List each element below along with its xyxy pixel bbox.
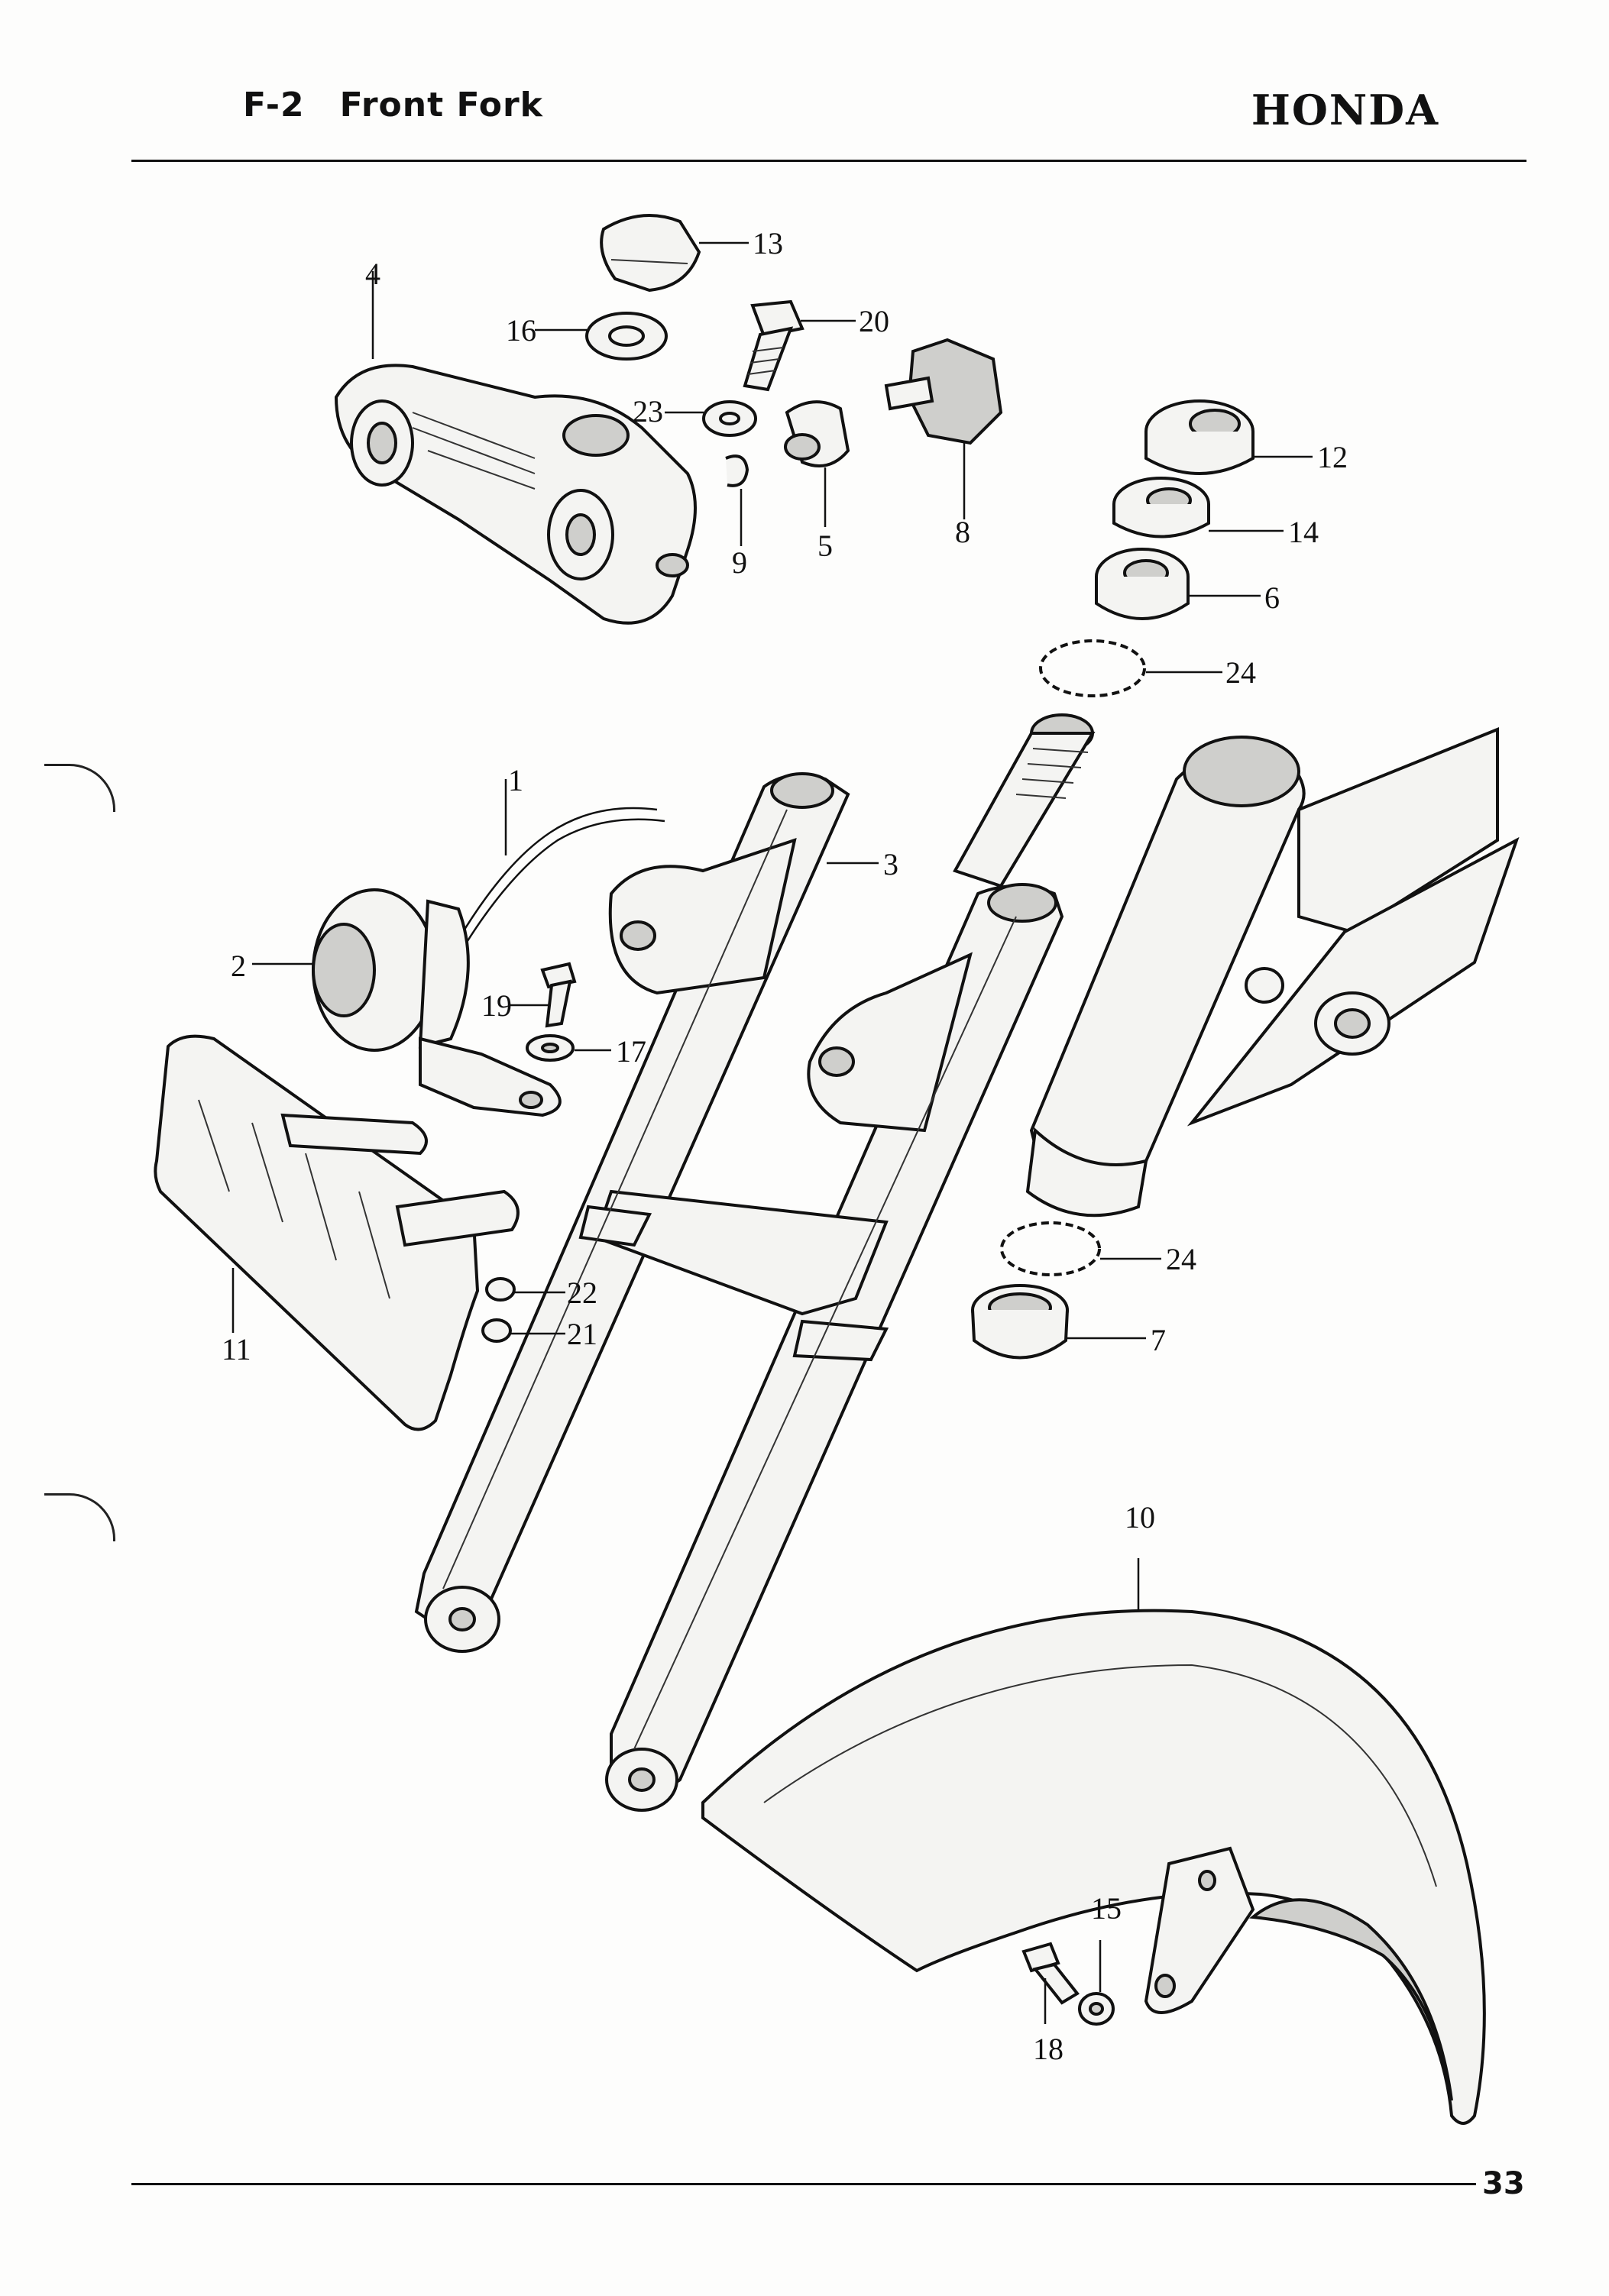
part-9-clip: [725, 454, 749, 546]
callout-23: 23: [633, 394, 663, 428]
part-7-bottom-cone: [971, 1284, 1146, 1360]
part-12-stem-nut: [1144, 399, 1313, 475]
frame-head-pipe: [1025, 727, 1520, 1218]
header-rule: [131, 160, 1526, 162]
callout-12: 12: [1317, 440, 1348, 474]
part-5-adjuster: [784, 400, 850, 527]
callout-8: 8: [955, 515, 970, 549]
part-15-nut: [1078, 1940, 1115, 2026]
part-17-washer: [526, 1034, 611, 1062]
part-steering-stem: [953, 713, 1096, 888]
callout-22: 22: [567, 1276, 597, 1310]
part-4-top-bridge: [334, 271, 697, 625]
part-10-front-fender: [701, 1558, 1486, 2125]
callout-4: 4: [365, 257, 380, 291]
callout-7: 7: [1151, 1323, 1166, 1357]
callout-6: 6: [1264, 580, 1280, 615]
section-heading: F-2 Front Fork: [243, 86, 543, 125]
callout-20: 20: [859, 304, 889, 338]
callout-2: 2: [231, 949, 246, 983]
callout-21: 21: [567, 1317, 597, 1351]
part-24-upper-ball-race: [1039, 639, 1222, 697]
part-11-number-plate: [154, 1034, 520, 1431]
part-1-horn-wire: [457, 779, 665, 944]
part-13-cap-nut: [600, 214, 749, 293]
part-16-washer: [535, 312, 668, 361]
part-21-washer: [481, 1318, 565, 1343]
callout-15: 15: [1091, 1891, 1122, 1926]
part-19-bolt: [510, 962, 577, 1028]
page-number: 33: [1482, 2166, 1525, 2201]
part-20-bolt: [743, 299, 856, 392]
callout-17: 17: [616, 1034, 646, 1069]
callout-10: 10: [1125, 1500, 1155, 1534]
part-2-horn: [252, 888, 562, 1117]
section-code: F-2: [243, 86, 305, 125]
callout-16: 16: [506, 313, 536, 348]
brand-logo: HONDA: [1251, 86, 1439, 134]
part-6-cone-race: [1095, 548, 1261, 620]
part-22-nut: [485, 1277, 565, 1302]
section-title: Front Fork: [339, 86, 543, 125]
callout-9: 9: [732, 545, 747, 580]
callout-14: 14: [1288, 515, 1319, 549]
footer-rule: [131, 2183, 1476, 2185]
callout-13: 13: [753, 226, 783, 260]
callout-11: 11: [222, 1332, 251, 1366]
part-8-damper-knob: [884, 338, 1003, 519]
part-14-lock-nut: [1112, 477, 1284, 538]
callout-3: 3: [883, 847, 898, 881]
part-23-washer: [665, 400, 757, 437]
callout-19: 19: [481, 988, 512, 1023]
part-18-bolt: [1021, 1942, 1080, 2024]
callout-24-lower: 24: [1166, 1242, 1196, 1276]
callout-18: 18: [1033, 2032, 1063, 2066]
callout-1: 1: [508, 763, 523, 797]
callout-24-upper: 24: [1225, 655, 1256, 690]
part-24-lower-ball-race: [1000, 1221, 1161, 1276]
callout-5: 5: [817, 529, 833, 563]
part-3-fork-assembly: [414, 772, 1064, 1812]
